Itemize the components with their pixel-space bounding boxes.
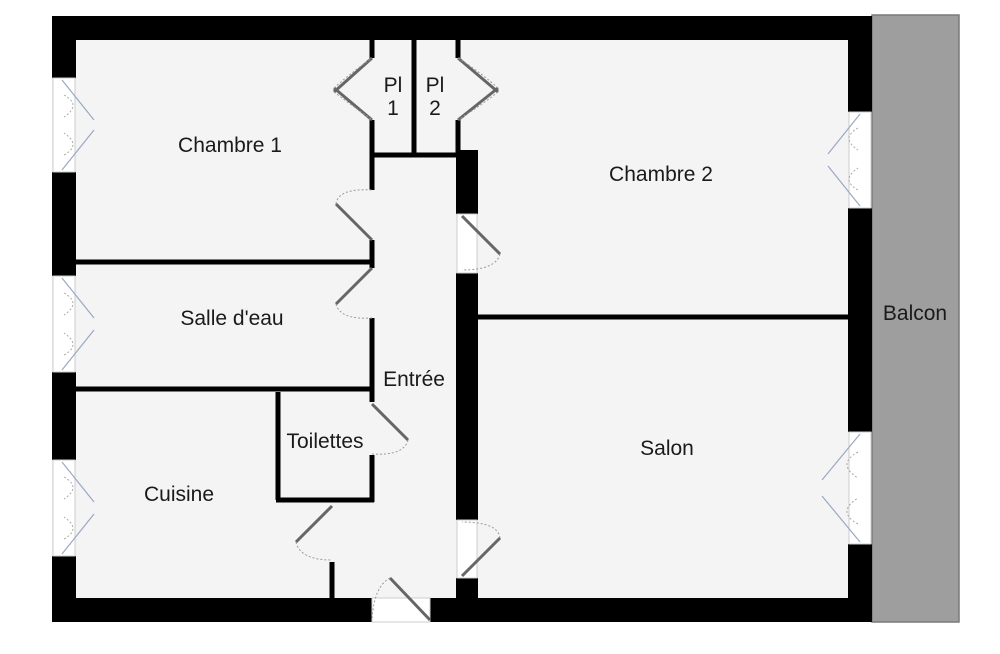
interior-walls — [76, 40, 850, 600]
window-salle-deau — [52, 275, 95, 373]
room-label-balcon: Balcon — [883, 302, 947, 325]
door-cuisine — [294, 504, 334, 561]
room-label-salle-deau: Salle d'eau — [180, 307, 283, 330]
door-toilettes — [370, 402, 410, 455]
room-label-entree: Entrée — [383, 368, 445, 391]
doors — [294, 56, 502, 623]
door-entrance — [371, 576, 432, 623]
closet-label-pl2-line1: Pl — [426, 74, 445, 97]
window-chambre1 — [52, 77, 95, 173]
door-chambre1 — [334, 189, 374, 242]
corridor-right-wall — [456, 150, 478, 600]
door-chambre2 — [456, 213, 502, 274]
door-chambre1-top — [332, 56, 374, 122]
balcony-area — [871, 14, 960, 623]
windows — [52, 77, 872, 557]
window-chambre2 — [827, 111, 872, 209]
closet-label-pl2-line2: 2 — [429, 97, 441, 120]
door-salon — [456, 519, 502, 579]
door-salle-deau — [334, 266, 374, 319]
room-label-salon: Salon — [640, 437, 694, 460]
closet-label-pl1-line2: 1 — [387, 97, 399, 120]
window-salon — [821, 431, 872, 545]
outer-walls — [52, 16, 872, 622]
room-label-toilettes: Toilettes — [286, 430, 363, 453]
door-pl2 — [457, 56, 499, 122]
closet-label-pl1-line1: Pl — [384, 74, 403, 97]
room-label-chambre1: Chambre 1 — [178, 134, 282, 157]
room-label-chambre2: Chambre 2 — [609, 163, 713, 186]
window-cuisine — [52, 459, 95, 557]
room-label-cuisine: Cuisine — [144, 483, 214, 506]
